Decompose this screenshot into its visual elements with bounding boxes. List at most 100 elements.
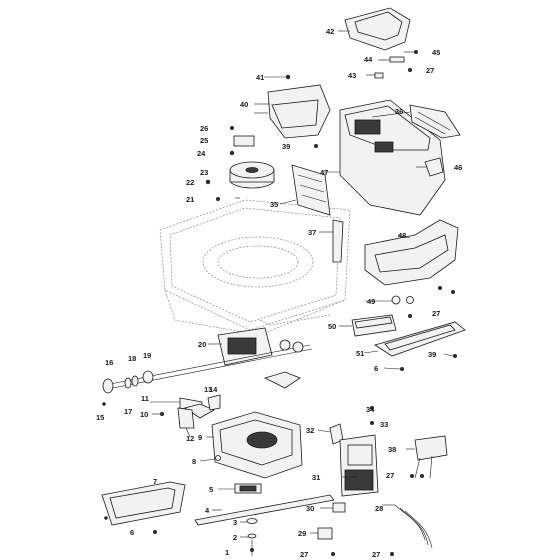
side-panel-part-35	[291, 164, 331, 216]
callout-3: 3	[233, 518, 237, 527]
battery-part-50	[351, 314, 397, 337]
screw-part-6-left	[153, 530, 157, 534]
screw-part-27-lower	[331, 474, 424, 556]
screw-part-27-top	[408, 68, 412, 72]
callout-45: 45	[432, 48, 440, 57]
callout-9: 9	[198, 433, 202, 442]
callout-27-lower-right: 27	[372, 550, 380, 559]
callout-32: 32	[306, 426, 314, 435]
screw-part-15	[102, 402, 106, 406]
callout-42: 42	[326, 27, 334, 36]
callout-24: 24	[197, 149, 206, 158]
washer-part-2	[247, 533, 257, 539]
callout-33: 33	[380, 420, 388, 429]
front-guard-part-40	[267, 84, 331, 139]
screw-part-27-flap	[104, 516, 108, 520]
callout-7: 7	[153, 477, 157, 486]
battery-box-part-31	[339, 434, 379, 497]
callout-5: 5	[209, 485, 213, 494]
callout-8: 8	[192, 457, 196, 466]
callout-41: 41	[256, 73, 264, 82]
rear-guard-part-48	[364, 219, 459, 286]
blade-adapter-part-5	[234, 483, 262, 494]
callout-36: 36	[395, 107, 403, 116]
callout-51: 51	[356, 349, 364, 358]
callout-48: 48	[398, 231, 406, 240]
callout-47: 47	[320, 168, 328, 177]
callout-16: 16	[105, 358, 113, 367]
bracket-part-14	[207, 394, 221, 411]
callout-6-right: 6	[374, 364, 378, 373]
washer-part-21	[216, 197, 220, 201]
screw-part-22	[205, 179, 211, 185]
callout-15: 15	[96, 413, 104, 422]
washer-part-3	[246, 518, 258, 524]
screw-part-6-right	[400, 367, 404, 371]
callout-28: 28	[375, 504, 383, 513]
motor-part-23	[229, 161, 275, 189]
callout-1: 1	[225, 548, 229, 557]
callout-27-top: 27	[426, 66, 434, 75]
callout-34: 34	[366, 405, 375, 414]
callout-4: 4	[205, 506, 210, 515]
circuit-board-part-38	[414, 435, 448, 479]
callout-6-left: 6	[130, 528, 134, 537]
hinge-part-right	[263, 371, 301, 389]
side-panel-part-36	[409, 104, 461, 139]
callout-12: 12	[186, 434, 194, 443]
callout-29: 29	[298, 529, 306, 538]
module-part-25	[233, 135, 255, 147]
callout-30: 30	[306, 504, 314, 513]
callout-37: 37	[308, 228, 316, 237]
blade-part-4	[194, 494, 335, 526]
callout-39-front: 39	[282, 142, 290, 151]
callout-49: 49	[367, 297, 375, 306]
bracket-part-13	[184, 403, 215, 419]
screw-part-41	[285, 74, 291, 80]
wiring-harness-part-28	[394, 504, 433, 549]
callout-25: 25	[200, 136, 208, 145]
screw-part-27-bracket	[408, 314, 412, 318]
callout-38: 38	[388, 445, 396, 454]
rear-flap-part-7	[101, 481, 186, 526]
callout-23: 23	[200, 168, 208, 177]
screw-part-27-rear	[438, 286, 455, 294]
latch-part-44	[389, 56, 405, 63]
callout-44: 44	[364, 55, 373, 64]
callout-21: 21	[186, 195, 194, 204]
callout-22: 22	[186, 178, 194, 187]
knob-part-46	[424, 157, 444, 177]
callout-31: 31	[312, 473, 320, 482]
clip-part-10	[160, 412, 164, 416]
wheel-hub-part-16	[102, 378, 114, 394]
callout-26: 26	[200, 124, 208, 133]
spring-part-43	[374, 72, 384, 79]
callout-13: 13	[204, 385, 212, 394]
callout-11: 11	[141, 394, 149, 403]
top-cover-part-42	[344, 7, 411, 51]
callout-17: 17	[124, 407, 132, 416]
screw-part-39-front	[314, 144, 318, 148]
bracket-part-51	[374, 321, 466, 357]
cap-part-30	[332, 502, 346, 513]
callout-43: 43	[348, 71, 356, 80]
callout-2: 2	[233, 533, 237, 542]
bracket-part-12	[177, 407, 195, 429]
motor-assembly-part-20	[104, 327, 313, 390]
blade-housing-part-9	[211, 411, 303, 479]
connector-part-29	[317, 527, 333, 540]
leader-lines	[150, 30, 454, 538]
callout-46: 46	[454, 163, 462, 172]
callout-18: 18	[128, 354, 136, 363]
callout-20: 20	[198, 340, 206, 349]
screw-part-26	[230, 126, 234, 130]
nut-part-8	[215, 455, 221, 461]
screw-part-33	[370, 421, 374, 425]
callout-19: 19	[143, 351, 151, 360]
screw-part-39-bracket	[453, 354, 457, 358]
callout-50: 50	[328, 322, 336, 331]
bearing-part-19	[142, 370, 154, 384]
callout-labels: 42 45 44 27 43 41 40 36 26 25 39 24 46 2…	[96, 27, 462, 559]
